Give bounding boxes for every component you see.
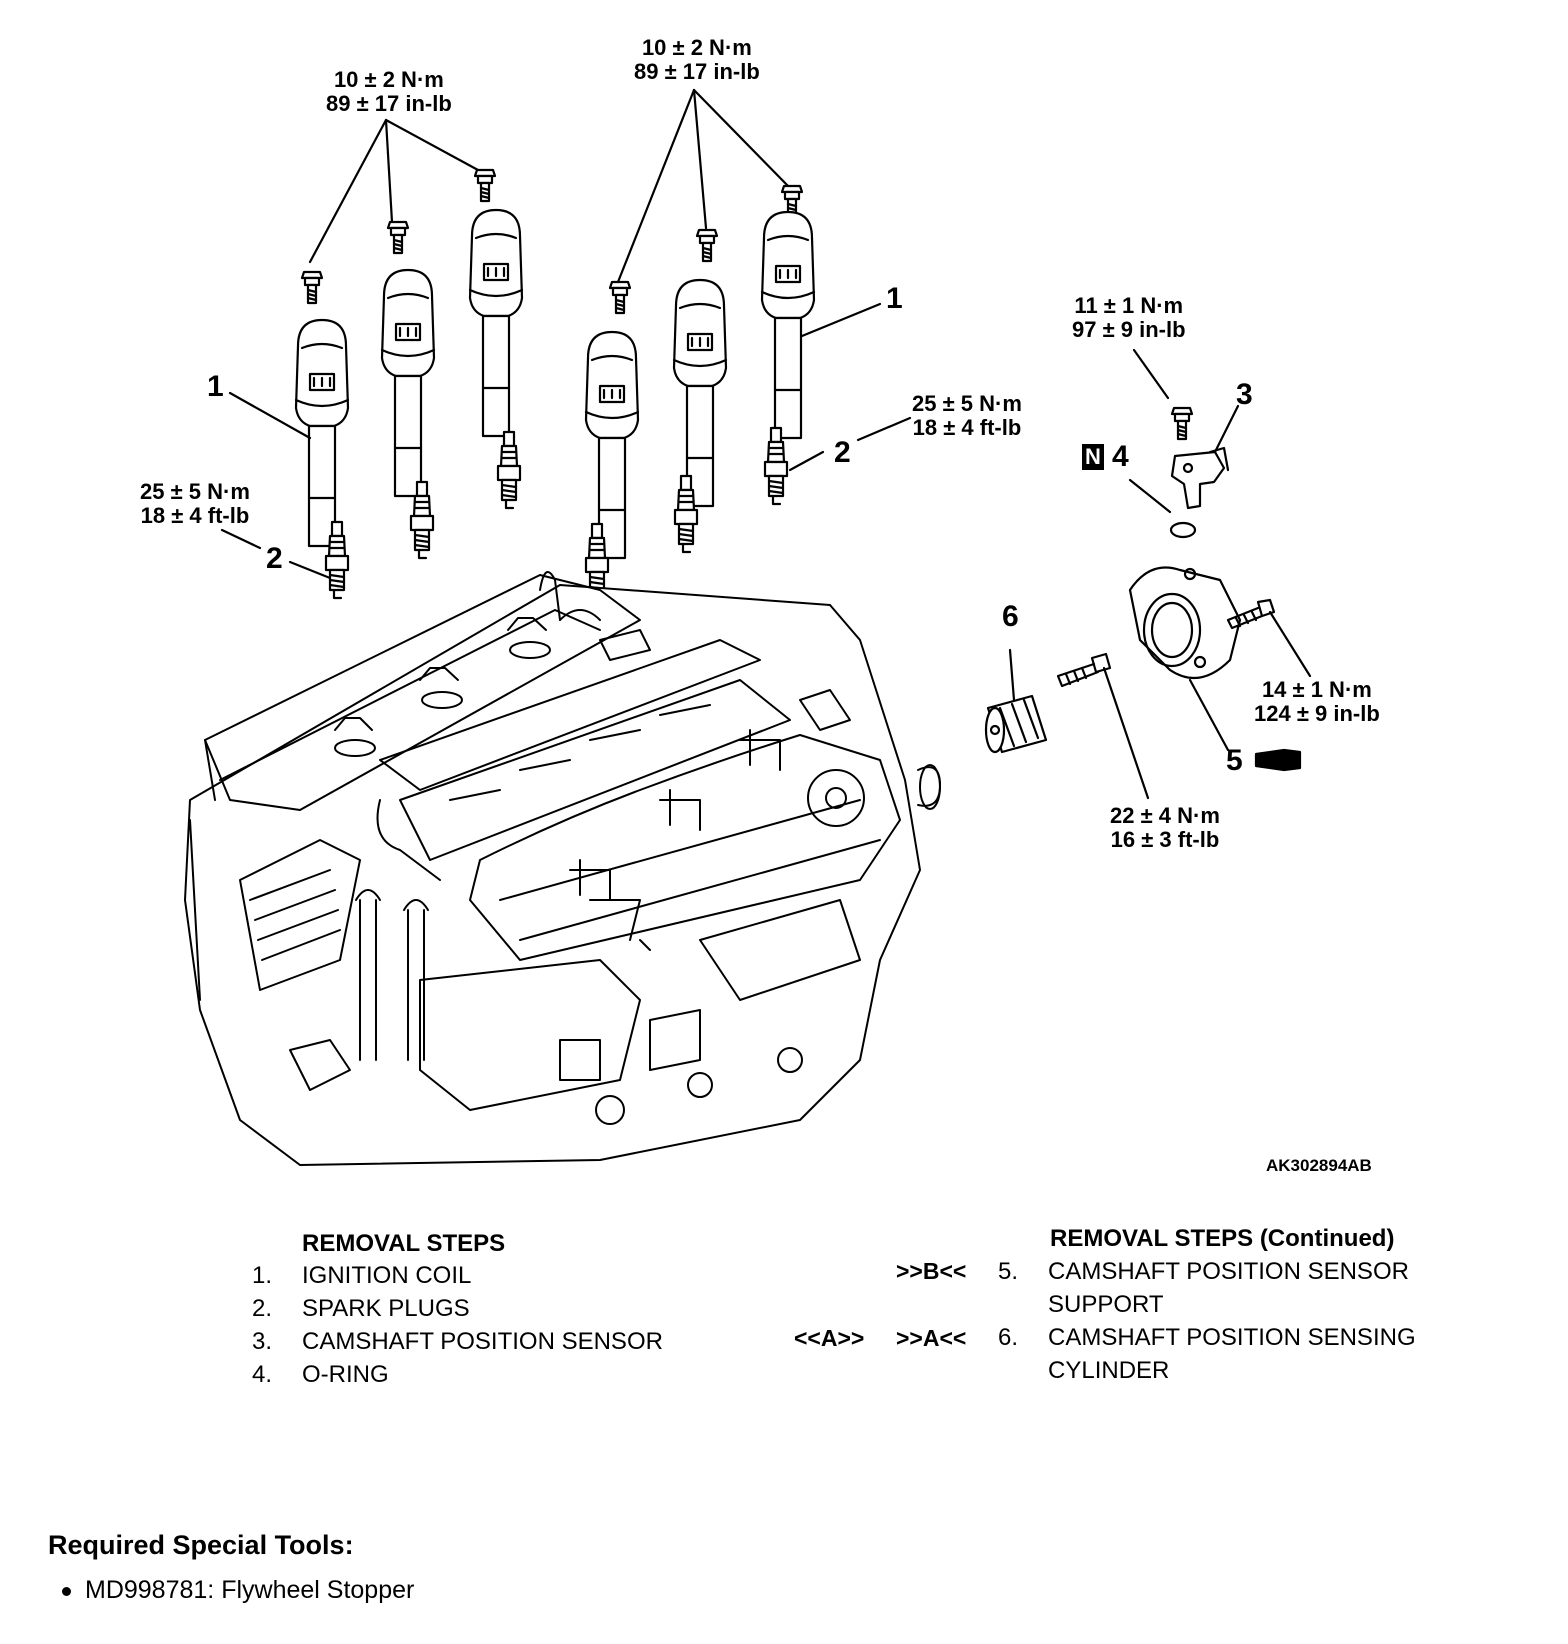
- leader-line: [692, 88, 792, 190]
- removal-steps-title: REMOVAL STEPS: [302, 1230, 506, 1257]
- leader-line: [228, 391, 312, 440]
- leader-line: [800, 302, 882, 338]
- callout-1-right: 1: [886, 282, 903, 315]
- leader-line: [692, 88, 708, 230]
- step-marker-right: >>B<<: [896, 1258, 967, 1284]
- leader-line: [1268, 610, 1312, 678]
- leader-line: [384, 118, 394, 224]
- callout-3: 3: [1236, 378, 1253, 411]
- leader-line: [1188, 678, 1230, 752]
- leader-line: [856, 416, 912, 442]
- leader-line: [220, 528, 262, 550]
- special-tools-heading: Required Special Tools:: [48, 1530, 354, 1560]
- special-tool-label: MD998781: Flywheel Stopper: [85, 1576, 415, 1604]
- sensing-cylinder: [984, 694, 1048, 754]
- callout-4: 4: [1112, 440, 1129, 473]
- step-marker-right: >>A<<: [896, 1325, 967, 1351]
- leader-line: [788, 450, 825, 472]
- leader-line: [308, 118, 388, 264]
- sensor-body: [1170, 450, 1226, 510]
- o-ring: [1169, 521, 1197, 539]
- support-bolt: [1226, 598, 1276, 630]
- callout-1-left: 1: [207, 370, 224, 403]
- leader-line: [616, 88, 696, 284]
- new-part-marker: N: [1082, 444, 1104, 470]
- callout-5: 5: [1226, 744, 1243, 777]
- leader-line: [1008, 648, 1016, 702]
- figure-id: AK302894AB: [1266, 1156, 1372, 1175]
- leader-line: [288, 560, 332, 580]
- special-tool-item: MD998781: Flywheel Stopper: [62, 1576, 414, 1605]
- engine-block: [184, 571, 941, 1166]
- callout-6: 6: [1002, 600, 1019, 633]
- leader-line: [1132, 348, 1170, 400]
- callout-2-right: 2: [834, 436, 851, 469]
- cylinder-bolt: [1056, 652, 1112, 688]
- exploded-diagram: [184, 88, 1312, 1166]
- camshaft-sensor-parts: [984, 348, 1312, 800]
- leader-line: [1213, 404, 1240, 454]
- sensor-support: [1128, 566, 1242, 680]
- sealant-icon: [1254, 748, 1302, 772]
- leader-line: [384, 118, 480, 172]
- callout-2-left: 2: [266, 542, 283, 575]
- removal-steps-continued-title: REMOVAL STEPS (Continued): [1050, 1225, 1395, 1252]
- leader-line: [1128, 478, 1172, 514]
- leader-line: [1102, 666, 1150, 800]
- bullet-icon: [62, 1586, 71, 1596]
- step-marker-left: <<A>>: [794, 1325, 865, 1351]
